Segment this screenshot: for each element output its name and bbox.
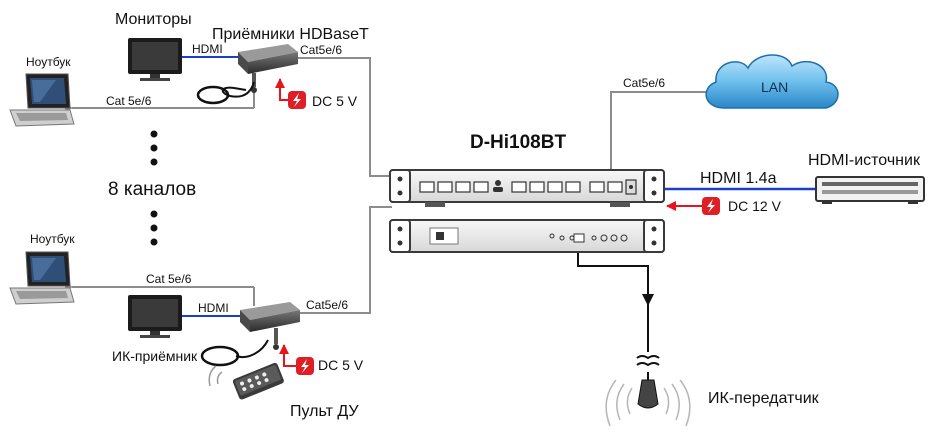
hdmi-source-label: HDMI-источник (808, 152, 920, 169)
hdmi-14-label: HDMI 1.4a (700, 170, 777, 187)
cat-laptop-bottom-label: Cat 5e/6 (146, 272, 192, 286)
laptop-icon (9, 251, 75, 305)
cat-cable-bottom (296, 206, 392, 314)
monitor-icon (128, 295, 182, 338)
hdbaset-switch-unit (389, 169, 665, 207)
channels-label: 8 каналов (108, 179, 197, 200)
power-cable-top (275, 78, 290, 101)
hdmi-top-label: HDMI (192, 42, 223, 56)
ir-transmitter-cable (577, 243, 654, 306)
ir-receiver-top (196, 81, 255, 105)
device-title: D-Hi108BT (470, 132, 567, 153)
cat-top-label: Cat5e/6 (300, 43, 343, 57)
dc-12-label: DC 12 V (728, 198, 781, 214)
ir-control-unit (389, 219, 665, 253)
monitor-icon (128, 38, 182, 81)
lan-label: LAN (761, 79, 789, 95)
dc-top-label: DC 5 V (312, 93, 358, 109)
ir-receiver-bottom (200, 339, 269, 367)
remote-control-icon (232, 362, 284, 400)
power-cable-bottom (279, 344, 296, 367)
hdbaset-receiver-icon (238, 44, 298, 93)
ir-receiver-label: ИК-приёмник (112, 348, 198, 364)
receivers-label: Приёмники HDBaseT (212, 26, 369, 43)
cloud-icon (705, 54, 839, 109)
hdmi-bottom-label: HDMI (198, 301, 229, 315)
cable-lines (65, 56, 820, 367)
remote-signal-arcs (208, 365, 223, 387)
channel-dots (150, 130, 158, 246)
ir-transmitter-label: ИК-передатчик (708, 390, 819, 407)
lan-cable (610, 91, 712, 172)
monitors-label: Мониторы (115, 11, 192, 28)
lightning-bolt-icon (288, 91, 306, 109)
laptop-top-label: Ноутбук (26, 55, 71, 69)
cat-cable-top (296, 57, 392, 177)
hdbaset-receiver-icon (240, 302, 300, 350)
hdmi-source-device (815, 176, 925, 204)
cat-bottom-label: Cat5e/6 (306, 298, 349, 312)
lightning-bolt-icon (296, 357, 314, 375)
laptop-bottom-label: Ноутбук (30, 232, 75, 246)
laptop-icon (9, 73, 75, 127)
cat-laptop-top-label: Cat 5e/6 (106, 94, 152, 108)
lightning-bolt-icon (702, 197, 720, 215)
remote-label: Пульт ДУ (290, 403, 359, 420)
lan-cable-label: Cat5e/6 (623, 76, 666, 90)
ir-emitter-icon (605, 355, 691, 427)
dc-bottom-label: DC 5 V (318, 357, 364, 373)
